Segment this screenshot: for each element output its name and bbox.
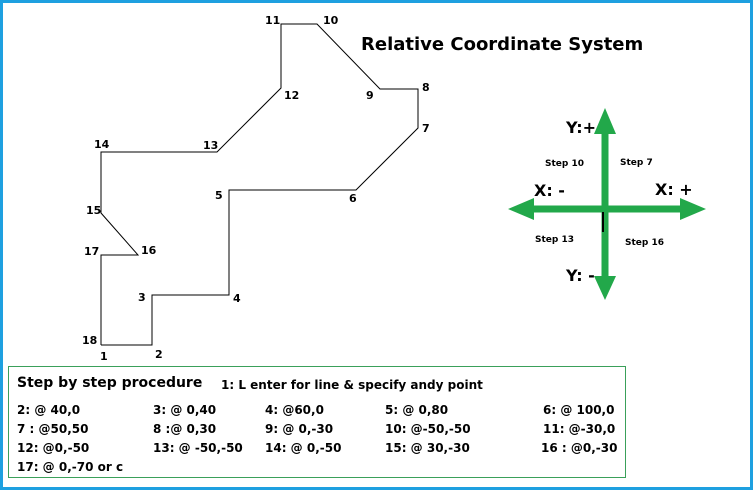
point-label-11: 11 xyxy=(265,14,280,27)
point-label-5: 5 xyxy=(215,189,223,202)
procedure-step: 3: @ 0,40 xyxy=(153,403,217,417)
point-label-18: 18 xyxy=(82,334,97,347)
procedure-heading: Step by step procedure xyxy=(17,375,203,391)
point-label-7: 7 xyxy=(422,122,430,135)
point-label-15: 15 xyxy=(86,204,101,217)
y-minus-arrowhead xyxy=(594,276,616,300)
x-minus-label: X: - xyxy=(534,181,565,200)
y-plus-arrowhead xyxy=(594,108,616,134)
point-label-17: 17 xyxy=(84,245,99,258)
procedure-step: 2: @ 40,0 xyxy=(17,403,81,417)
point-label-16: 16 xyxy=(141,244,157,257)
point-label-3: 3 xyxy=(138,291,146,304)
diagram-title: Relative Coordinate System xyxy=(361,34,643,55)
quadrant-label-top-left: Step 10 xyxy=(545,159,584,169)
procedure-step: 11: @-30,0 xyxy=(543,422,616,436)
shape-outline xyxy=(100,23,419,346)
procedure-step: 8 :@ 0,30 xyxy=(153,422,217,436)
point-label-6: 6 xyxy=(349,192,357,205)
quadrant-label-bottom-right: Step 16 xyxy=(625,238,664,248)
procedure-step: 9: @ 0,-30 xyxy=(265,422,334,436)
point-label-10: 10 xyxy=(323,14,339,27)
procedure-step: 7 : @50,50 xyxy=(17,422,89,436)
procedure-step: 17: @ 0,-70 or c xyxy=(17,460,124,474)
procedure-step: 14: @ 0,-50 xyxy=(265,441,342,455)
point-label-13: 13 xyxy=(203,139,218,152)
point-label-8: 8 xyxy=(422,81,430,94)
procedure-step: 15: @ 30,-30 xyxy=(385,441,470,455)
procedure-first-step: 1: L enter for line & specify andy point xyxy=(221,378,483,392)
x-plus-arrowhead xyxy=(680,198,706,220)
quadrant-label-bottom-left: Step 13 xyxy=(535,235,574,245)
point-label-1: 1 xyxy=(100,350,108,363)
procedure-step: 6: @ 100,0 xyxy=(543,403,615,417)
procedure-box: Step by step procedure 1: L enter for li… xyxy=(8,366,626,478)
procedure-step: 10: @-50,-50 xyxy=(385,422,471,436)
point-label-4: 4 xyxy=(233,292,241,305)
procedure-step: 16 : @0,-30 xyxy=(541,441,618,455)
y-plus-label: Y:+ xyxy=(565,118,596,137)
y-minus-label: Y: - xyxy=(565,266,595,285)
point-label-9: 9 xyxy=(366,89,374,102)
procedure-step: 5: @ 0,80 xyxy=(385,403,449,417)
procedure-step: 4: @60,0 xyxy=(265,403,324,417)
procedure-step: 12: @0,-50 xyxy=(17,441,90,455)
x-minus-arrowhead xyxy=(508,198,534,220)
quadrant-label-top-right: Step 7 xyxy=(620,158,653,168)
point-label-12: 12 xyxy=(284,89,299,102)
x-plus-label: X: + xyxy=(655,180,693,199)
axis-arrows xyxy=(508,108,706,300)
procedure-step: 13: @ -50,-50 xyxy=(153,441,243,455)
point-label-2: 2 xyxy=(155,348,163,361)
point-label-14: 14 xyxy=(94,138,110,151)
